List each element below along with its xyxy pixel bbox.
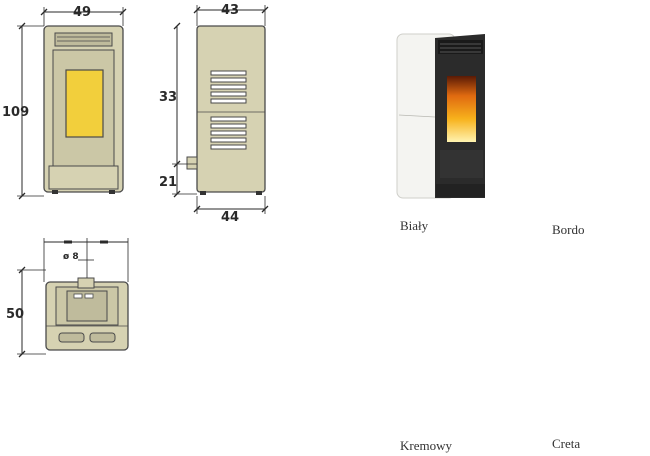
side-view-drawing <box>186 25 266 195</box>
flue-diameter-label: ø 8 <box>63 252 79 262</box>
front-height-label: 109 <box>2 105 29 120</box>
top-depth-label: 50 <box>6 307 24 322</box>
side-flue-height-label: 33 <box>159 90 177 105</box>
variant-label-bialy: Biały <box>400 218 429 233</box>
side-inlet-height-label: 21 <box>159 175 177 190</box>
top-view-drawing <box>45 277 129 351</box>
variant-label-bordo: Bordo <box>552 222 585 237</box>
front-width-label: 49 <box>73 5 91 20</box>
variant-label-kremowy: Kremowy <box>400 438 452 453</box>
dimension-front-width <box>40 7 127 26</box>
side-depth-bottom-label: 44 <box>221 210 239 225</box>
side-depth-top-label: 43 <box>221 3 239 18</box>
dimension-side-depth-top <box>193 5 269 26</box>
dimension-side-heights <box>172 22 197 198</box>
variant-label-creta: Creta <box>552 436 581 451</box>
dimension-top-flue <box>43 238 129 282</box>
dimension-top-depth <box>17 266 46 358</box>
front-view-drawing <box>43 25 124 194</box>
dimension-front-height <box>17 22 44 200</box>
stove-photo-bialy <box>396 33 485 199</box>
dimension-side-depth-bottom <box>193 196 269 214</box>
